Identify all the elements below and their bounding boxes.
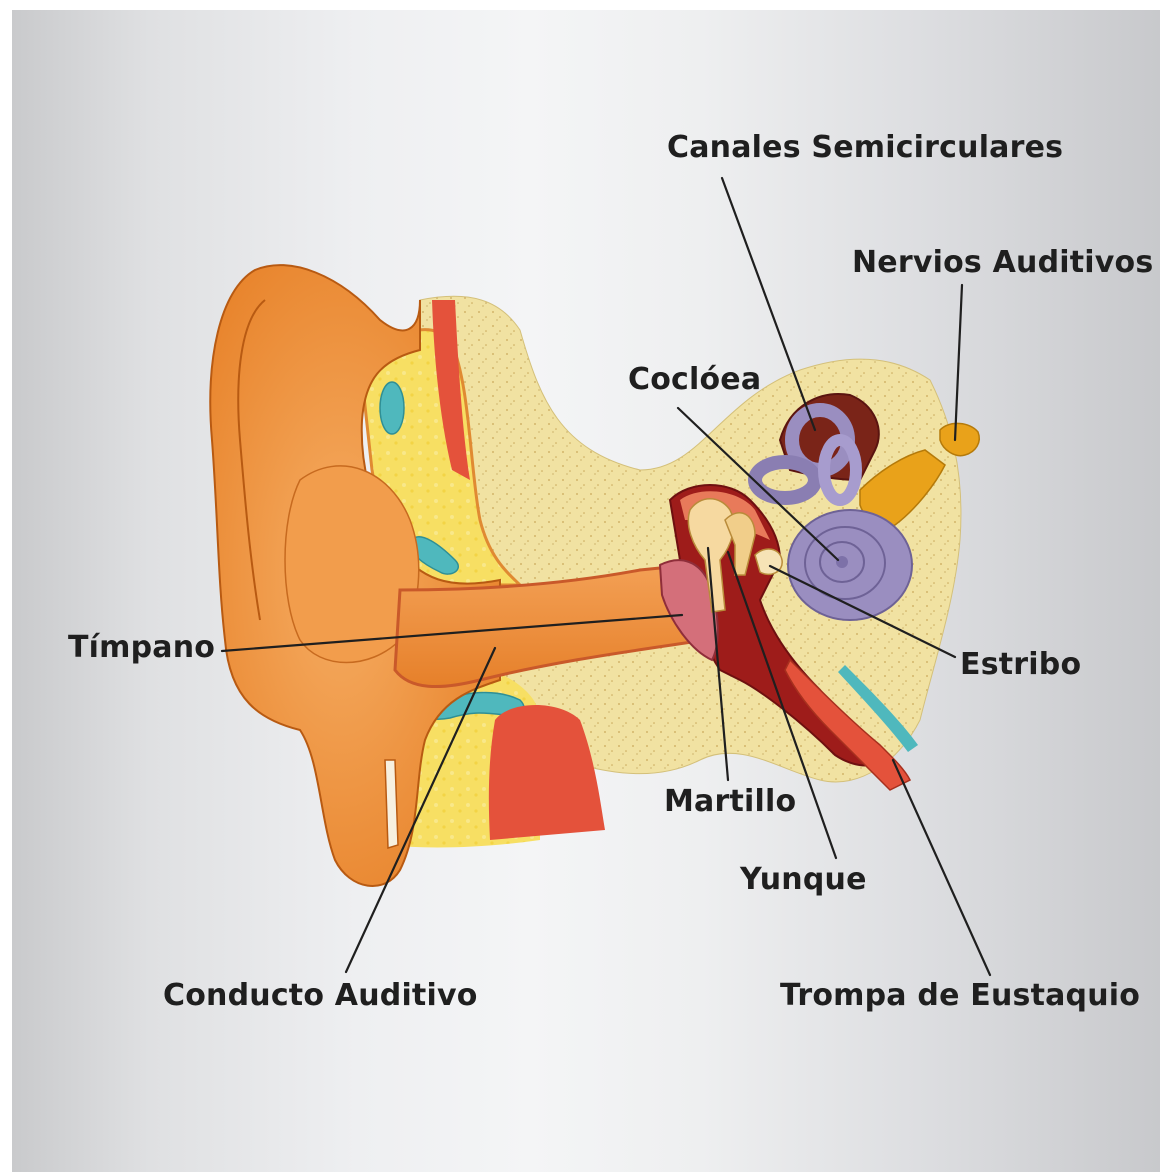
- label-martillo: Martillo: [664, 784, 796, 819]
- fluid-pocket: [380, 382, 404, 434]
- label-estribo: Estribo: [960, 647, 1081, 682]
- label-timpano: Tímpano: [68, 630, 215, 665]
- cochlea-apex: [836, 556, 848, 568]
- label-canales-semicirculares: Canales Semicirculares: [667, 130, 1063, 165]
- leader-line-trompa: [893, 760, 990, 975]
- label-conducto-auditivo: Conducto Auditivo: [163, 978, 478, 1013]
- label-trompa-de-eustaquio: Trompa de Eustaquio: [780, 978, 1140, 1013]
- leader-line-nervios: [955, 285, 962, 440]
- label-coclea: Coclóea: [628, 362, 761, 397]
- earlobe-slot: [385, 760, 398, 848]
- label-yunque: Yunque: [740, 862, 867, 897]
- label-nervios-auditivos: Nervios Auditivos: [852, 245, 1153, 280]
